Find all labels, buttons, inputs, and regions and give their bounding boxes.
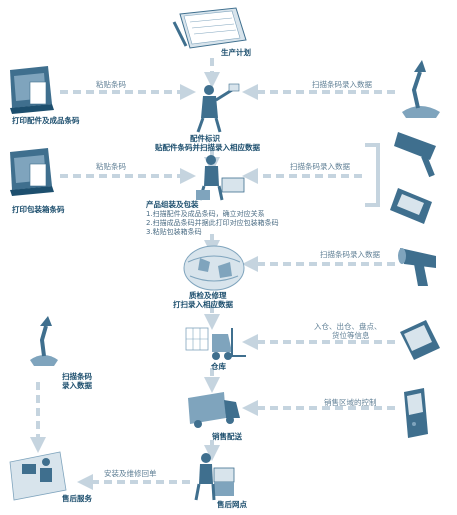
scan-gun-icon	[398, 248, 436, 286]
globe-icon	[183, 245, 245, 291]
node-qc-title: 质检及修理	[189, 291, 227, 300]
node-sales-delivery: 销售配送	[212, 432, 242, 441]
edge-sales-control: 销售区域的控制	[324, 398, 377, 407]
edge-paste-barcode-1: 粘贴条码	[96, 80, 126, 89]
node-warehouse: 仓库	[211, 362, 226, 371]
node-parts-label-title: 配件标识	[190, 134, 220, 143]
assembly-step: 1.扫描配件及成品条码，确立对应关系	[146, 210, 265, 218]
node-after-sales: 售后服务	[62, 494, 92, 503]
node-scan-left-1: 扫描条码	[62, 372, 92, 381]
edge-scan-entry-2: 扫描条码录入数据	[290, 162, 350, 171]
mobile-terminal-icon	[400, 320, 440, 360]
worker-boxes-icon	[194, 453, 235, 501]
worker-icon	[196, 83, 240, 133]
notebook-icon	[172, 7, 247, 49]
scanner-stand-icon	[402, 60, 440, 118]
node-scan-left-2: 录入数据	[62, 381, 92, 390]
node-production-plan: 生产计划	[221, 48, 251, 57]
printer-icon	[10, 148, 54, 196]
assembly-step: 2.扫描成品条码并据此打印对应包装箱条码	[146, 219, 279, 227]
node-qc-sub: 打扫录入相应数据	[173, 300, 233, 309]
mobile-terminal-icon	[404, 388, 428, 438]
printer-icon	[10, 66, 54, 114]
device-bracket	[365, 143, 380, 207]
scanner-stand-icon	[30, 316, 58, 366]
node-print-box: 打印包装箱条码	[12, 205, 65, 214]
edge-scan-entry-3: 扫描条码录入数据	[320, 250, 380, 259]
edge-scan-entry-1: 扫描条码录入数据	[312, 80, 372, 89]
node-service-outlet: 售后网点	[217, 500, 247, 509]
pda-icon	[390, 188, 432, 224]
node-parts-label-sub: 贴配件条码并扫描录入相应数据	[155, 143, 260, 152]
handheld-scanner-icon	[394, 132, 436, 178]
assembly-step: 3.粘贴包装箱条码	[146, 228, 202, 236]
edge-paste-barcode-2: 粘贴条码	[96, 162, 126, 171]
arrows	[30, 58, 395, 490]
node-print-parts: 打印配件及成品条码	[12, 116, 80, 125]
edge-inventory: 入仓、出仓、盘点、	[314, 322, 382, 331]
service-desk-icon	[9, 451, 67, 501]
worker-boxes-icon	[196, 155, 245, 201]
node-assembly-title: 产品组装及包装	[146, 200, 199, 209]
edge-install-repair: 安装及维修回单	[104, 469, 157, 478]
assembly-steps: 1.扫描配件及成品条码，确立对应关系 2.扫描成品条码并据此打印对应包装箱条码 …	[146, 210, 279, 237]
truck-icon	[188, 392, 240, 428]
edge-inventory-2: 货位等信息	[332, 331, 370, 340]
forklift-icon	[185, 327, 246, 360]
